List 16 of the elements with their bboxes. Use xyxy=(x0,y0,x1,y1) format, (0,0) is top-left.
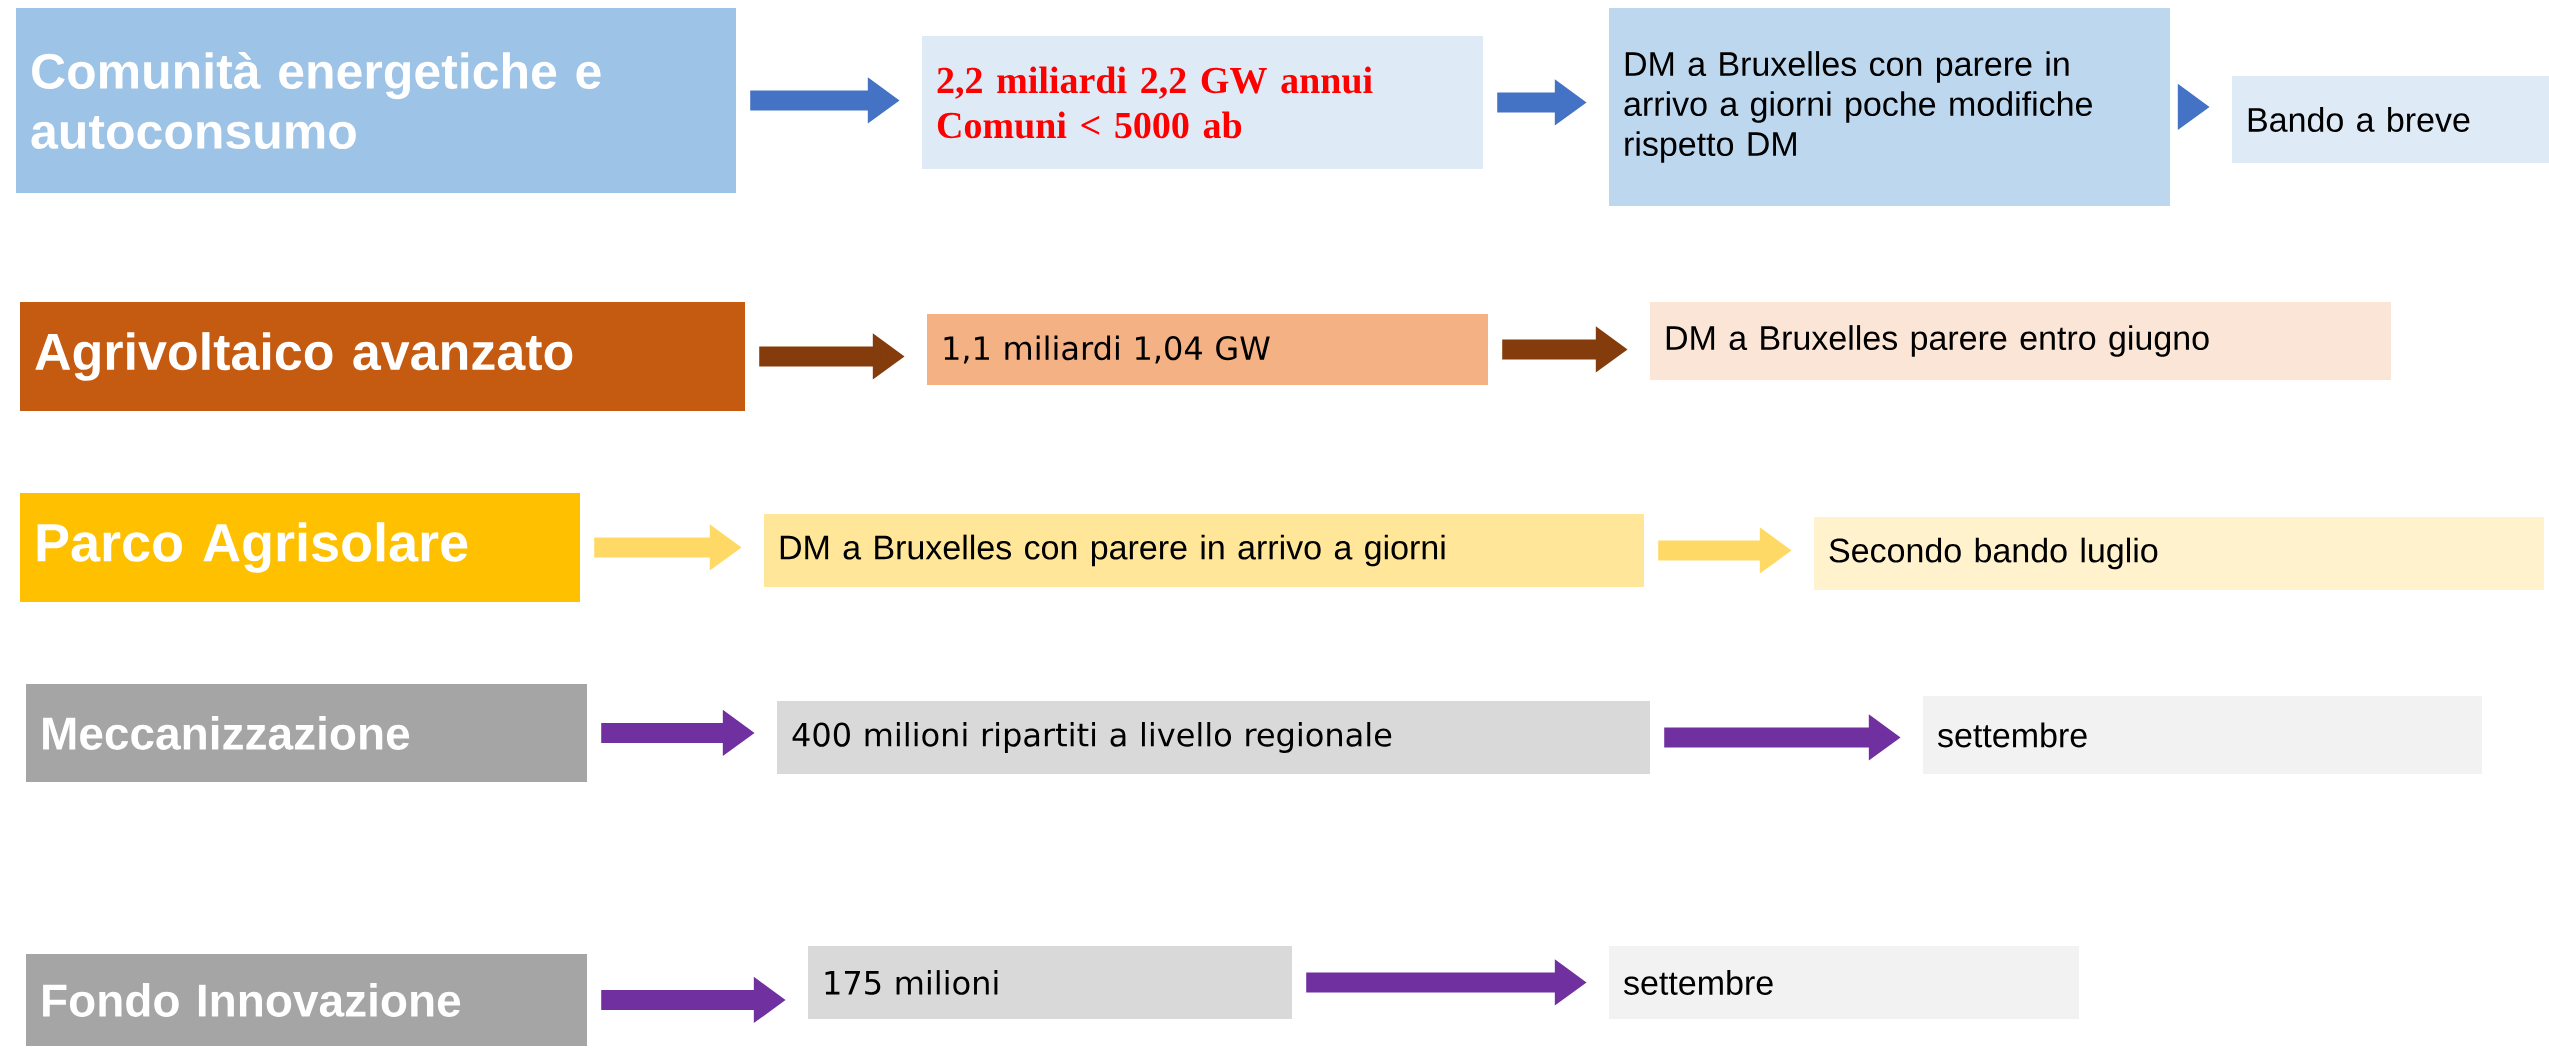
category-box: Agrivoltaico avanzato xyxy=(20,302,745,411)
info-box: 400 milioni ripartiti a livello regionale xyxy=(777,701,1650,774)
info-box: DM a Bruxelles con parere in arrivo a giorni xyxy=(764,514,1644,587)
info-box: Bando a breve xyxy=(2232,76,2549,163)
category-box: Meccanizzazione xyxy=(26,684,587,782)
info-box: 1,1 miliardi 1,04 GW xyxy=(927,314,1488,385)
category-box: Comunità energetiche e autoconsumo xyxy=(16,8,736,193)
info-box: 2,2 miliardi 2,2 GW annui Comuni < 5000 ab xyxy=(922,36,1483,169)
info-box: DM a Bruxelles con parere in arrivo a giorni poche modifiche rispetto DM xyxy=(1609,8,2170,206)
category-box: Parco Agrisolare xyxy=(20,493,580,602)
info-box: settembre xyxy=(1609,946,2079,1019)
info-box: settembre xyxy=(1923,696,2482,774)
category-box: Fondo Innovazione xyxy=(26,954,587,1046)
info-box: Secondo bando luglio xyxy=(1814,517,2544,590)
info-box: DM a Bruxelles parere entro giugno xyxy=(1650,302,2391,380)
info-box: 175 milioni xyxy=(808,946,1292,1019)
